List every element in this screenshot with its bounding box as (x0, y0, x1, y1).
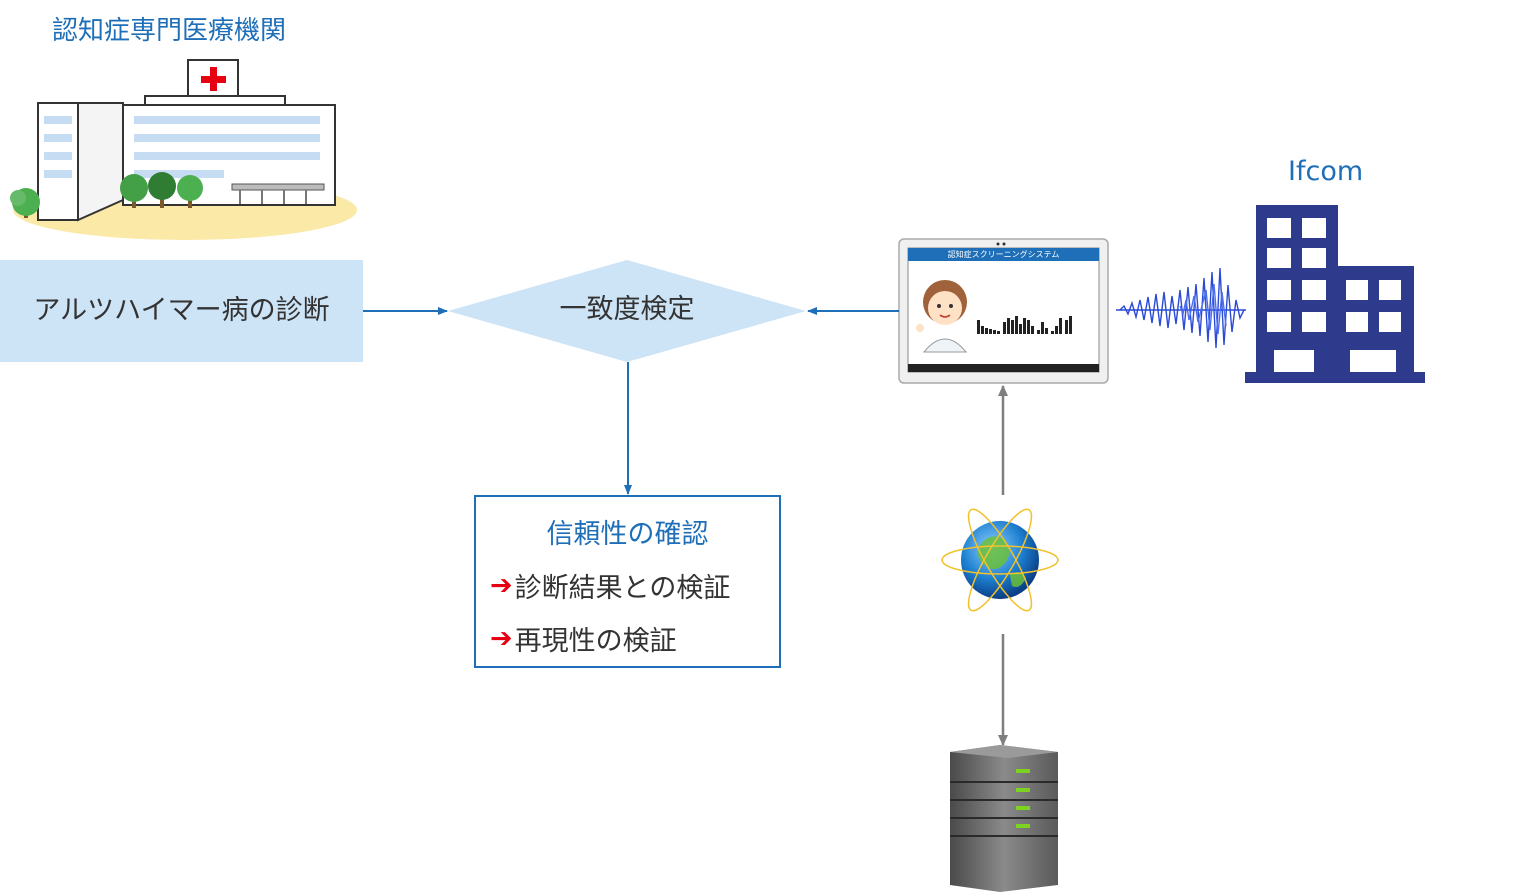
tablet-screen-title: 認知症スクリーニングシステム (947, 250, 1060, 259)
globe-icon (941, 508, 1059, 612)
matching-diamond (448, 260, 806, 362)
check-item: ➔ 診断結果との検証 (490, 566, 730, 605)
hospital-title: 認知症専門医療機関 (52, 16, 287, 46)
red-arrow-icon: ➔ (490, 623, 513, 654)
diagnosis-label: アルツハイマー病の診断 (33, 295, 330, 326)
reliability-box (474, 495, 781, 668)
company-title: Ifcom (1288, 156, 1364, 187)
red-arrow-icon: ➔ (490, 570, 513, 601)
check-item-label: 診断結果との検証 (514, 573, 731, 604)
tablet-icon (898, 238, 1109, 384)
hospital-icon (10, 59, 357, 240)
server-icon (950, 745, 1058, 892)
check-item: ➔ 再現性の検証 (490, 619, 677, 658)
sound-wave-icon (1116, 267, 1246, 349)
matching-label: 一致度検定 (559, 294, 695, 325)
check-item-label: 再現性の検証 (514, 626, 677, 657)
reliability-title: 信頼性の確認 (546, 519, 709, 550)
building-icon (1245, 205, 1425, 383)
diagnosis-box (0, 260, 363, 362)
